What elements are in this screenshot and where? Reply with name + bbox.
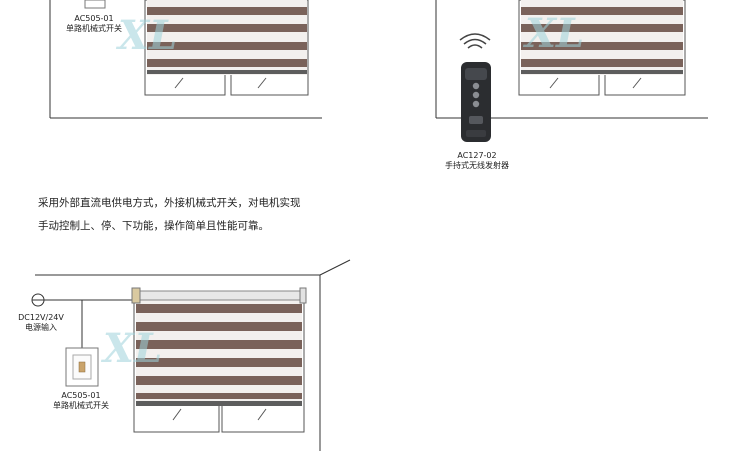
power-label: DC12V/24V 电源输入: [10, 313, 72, 333]
top-left-switch-label: AC505-01 单路机械式开关: [58, 14, 130, 34]
bottom-blind: [136, 300, 302, 406]
description-line-2: 手动控制上、停、下功能，操作简单且性能可靠。: [38, 220, 269, 232]
top-left-switch-name: 单路机械式开关: [66, 24, 122, 33]
bottom-switch-name: 单路机械式开关: [53, 401, 109, 410]
remote-model: AC127-02: [457, 151, 497, 160]
top-right-blind: [521, 0, 683, 75]
top-left-blind: [147, 0, 307, 75]
power-supply-symbol: [31, 293, 45, 307]
bottom-room: [35, 259, 351, 451]
remote-name: 手持式无线发射器: [445, 161, 509, 170]
remote-control-icon: [461, 62, 491, 142]
motor-headrail: [131, 287, 307, 304]
top-left-switch-model: AC505-01: [74, 14, 114, 23]
top-left-room: [49, 0, 322, 119]
remote-label: AC127-02 手持式无线发射器: [436, 151, 518, 171]
bottom-switch-label: AC505-01 单路机械式开关: [44, 391, 118, 411]
power-input-label: 电源输入: [25, 323, 57, 332]
power-voltage: DC12V/24V: [18, 313, 64, 322]
wiring-lines: [44, 299, 132, 348]
bottom-switch-model: AC505-01: [61, 391, 101, 400]
wifi-signal-icon: [459, 33, 491, 49]
top-left-switch-box: [84, 0, 106, 9]
description-line-1: 采用外部直流电供电方式，外接机械式开关，对电机实现: [38, 197, 301, 209]
bottom-switch-box: [65, 347, 99, 387]
